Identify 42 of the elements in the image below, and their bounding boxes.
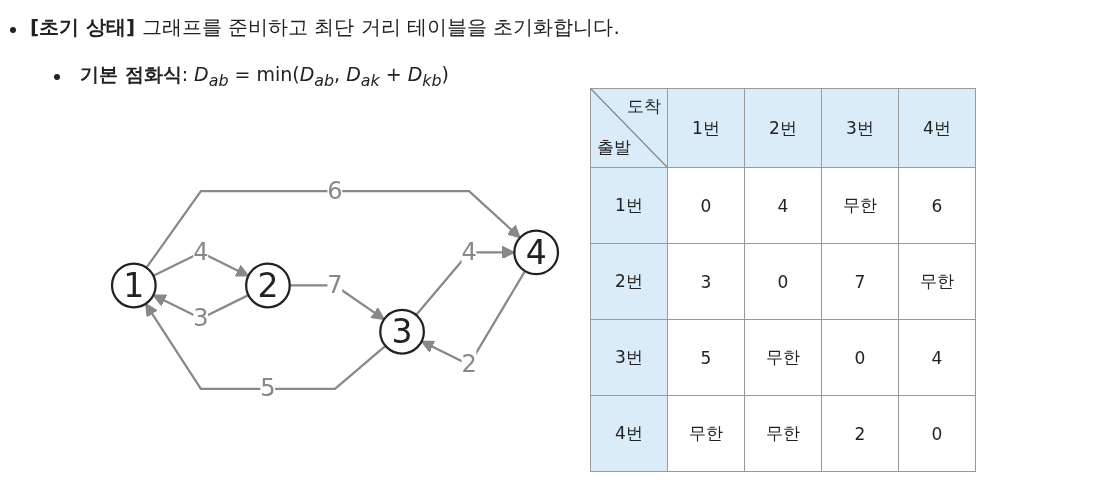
table-cell: 2 bbox=[821, 395, 899, 472]
header-cell: 2번 bbox=[744, 88, 822, 168]
column-heading: 도착 bbox=[627, 95, 661, 118]
header-cell: 3번 bbox=[590, 319, 668, 396]
table-cell: 무한 bbox=[744, 319, 822, 396]
arrow bbox=[145, 190, 521, 269]
header-cell: 4번 bbox=[590, 395, 668, 472]
header-cell: 1번 bbox=[590, 167, 668, 244]
table-cell: 6 bbox=[898, 167, 976, 244]
table-cell: 무한 bbox=[744, 395, 822, 472]
table-cell: 5 bbox=[667, 319, 745, 396]
node-circle: 3 bbox=[379, 308, 425, 355]
row-heading: 출발 bbox=[597, 136, 631, 159]
table-cell: 3 bbox=[667, 243, 745, 320]
header-cell: 1번 bbox=[667, 88, 745, 168]
table-cell: 0 bbox=[821, 319, 899, 396]
edge-label: 3 bbox=[193, 303, 209, 333]
table-cell: 0 bbox=[898, 395, 976, 472]
edge-label: 4 bbox=[193, 237, 209, 266]
edge-label: 6 bbox=[327, 176, 343, 205]
edge-label: 7 bbox=[327, 270, 343, 300]
table-cell: 4 bbox=[744, 167, 822, 244]
table-cell: 7 bbox=[821, 243, 899, 320]
node-circle: 1 bbox=[110, 262, 157, 309]
table-cell: 4 bbox=[898, 319, 976, 396]
bullet-text: [초기 상태] 그래프를 준비하고 최단 거리 테이블을 초기화합니다. bbox=[30, 14, 620, 41]
edge-label: 5 bbox=[260, 373, 276, 403]
header-cell: 2번 bbox=[590, 243, 668, 320]
edge-label: 4 bbox=[461, 237, 477, 266]
formula-text: 기본 점화식: D$_{ab}$ = min(D$_{ab}$, D$_{ak}$ + D$_{kb}$) bbox=[80, 62, 449, 90]
table-cell: 0 bbox=[667, 167, 745, 244]
edge-label: 2 bbox=[461, 349, 477, 379]
node-circle: 4 bbox=[513, 229, 560, 276]
arrow bbox=[415, 245, 515, 316]
table-cell: 무한 bbox=[898, 243, 976, 320]
arrow bbox=[145, 303, 387, 390]
table-cell: 무한 bbox=[667, 395, 745, 472]
node-circle: 2 bbox=[245, 262, 291, 309]
header-cell: 4번 bbox=[898, 88, 976, 168]
table-cell: 0 bbox=[744, 243, 822, 320]
table-cell: 무한 bbox=[821, 167, 899, 244]
header-cell: 3번 bbox=[821, 88, 899, 168]
